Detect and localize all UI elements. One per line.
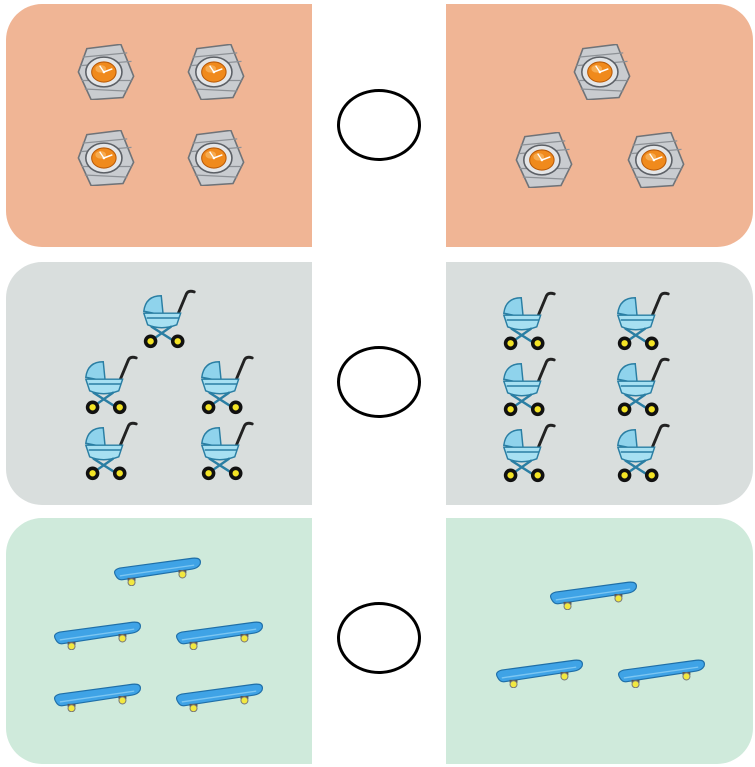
baby-stroller-icon [200, 421, 254, 482]
baby-stroller-icon [200, 355, 254, 416]
skateboard-icon [549, 581, 638, 610]
baby-stroller-icon [616, 291, 670, 352]
baby-stroller-icon [502, 291, 556, 352]
baby-stroller-icon [502, 357, 556, 418]
skateboard-group-left [6, 518, 312, 764]
skateboard-icon [175, 621, 264, 650]
stroller-group-right [446, 262, 753, 505]
stroller-group-left-canvas [84, 289, 254, 482]
wristwatch-icon [515, 132, 573, 188]
skateboard-icon [175, 683, 264, 712]
watch-group-left [6, 4, 312, 247]
skateboard-icon [617, 659, 706, 688]
wristwatch-icon [187, 44, 245, 100]
skateboard-group-right [446, 518, 753, 764]
comparison-circle-row-2[interactable] [337, 346, 421, 418]
watch-group-left-canvas [77, 44, 245, 186]
wristwatch-icon [573, 44, 631, 100]
wristwatch-icon [77, 44, 135, 100]
watch-group-right [446, 4, 753, 247]
skateboard-group-right-canvas [495, 581, 706, 688]
baby-stroller-icon [502, 423, 556, 484]
baby-stroller-icon [616, 357, 670, 418]
skateboard-icon [53, 683, 142, 712]
baby-stroller-icon [84, 355, 138, 416]
wristwatch-icon [627, 132, 685, 188]
baby-stroller-icon [616, 423, 670, 484]
stroller-group-left [6, 262, 312, 505]
comparison-circle-row-3[interactable] [337, 602, 421, 674]
baby-stroller-icon [84, 421, 138, 482]
stroller-group-right-canvas [502, 291, 670, 484]
baby-stroller-icon [142, 289, 196, 350]
skateboard-icon [53, 621, 142, 650]
wristwatch-icon [77, 130, 135, 186]
skateboard-icon [495, 659, 584, 688]
wristwatch-icon [187, 130, 245, 186]
watch-group-right-canvas [515, 44, 685, 188]
skateboard-group-left-canvas [53, 557, 264, 712]
comparison-circle-row-1[interactable] [337, 89, 421, 161]
skateboard-icon [113, 557, 202, 586]
